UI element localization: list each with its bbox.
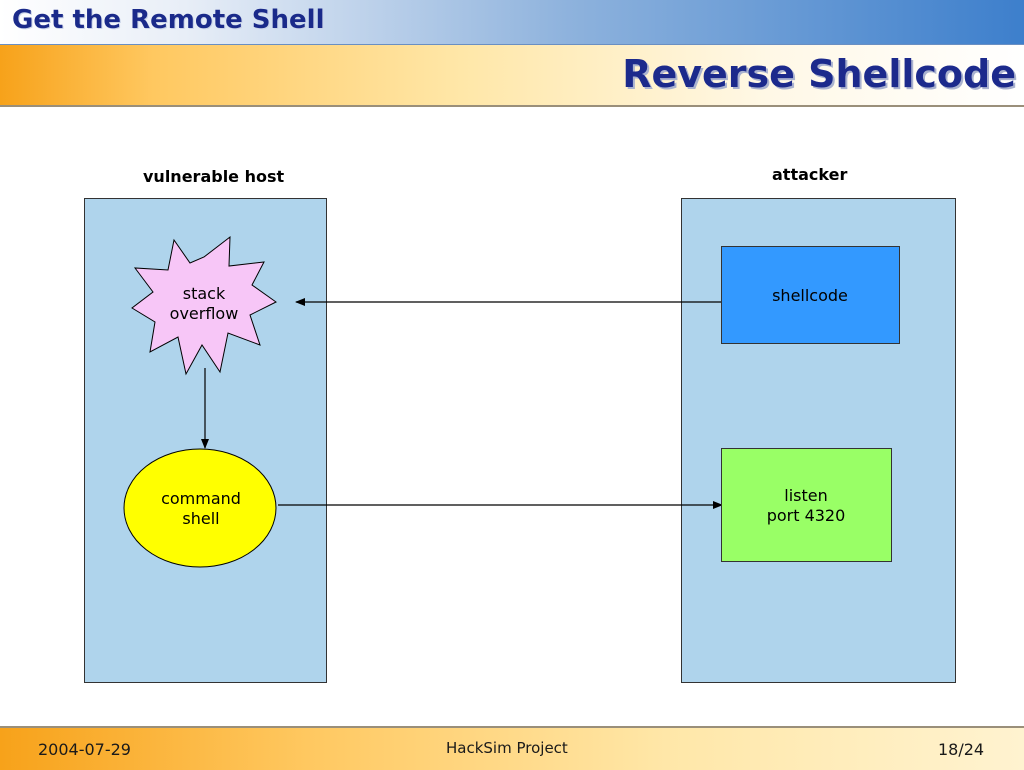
title-bar [0, 45, 1024, 105]
stack-overflow-burst [131, 235, 277, 376]
command-shell-ellipse [123, 448, 277, 568]
command-shell-line2: shell [182, 509, 220, 528]
footer-date: 2004-07-29 [38, 740, 131, 759]
section-header-bar: Get the Remote Shell [0, 0, 1024, 45]
section-title: Get the Remote Shell [12, 5, 325, 35]
listen-line1: listen [784, 486, 828, 505]
footer-page-number: 18/24 [938, 740, 985, 759]
footer-project: HackSim Project [446, 739, 568, 757]
stack-overflow-text: stack overflow [154, 284, 254, 324]
footer-bar [0, 726, 1024, 770]
vulnerable-host-label: vulnerable host [143, 167, 285, 186]
stack-overflow-line2: overflow [169, 304, 239, 323]
shellcode-label: shellcode [772, 286, 848, 305]
command-shell-line1: command [161, 489, 241, 508]
title-divider [0, 105, 1024, 107]
attacker-label: attacker [772, 165, 848, 184]
command-shell-text: command shell [140, 489, 262, 529]
stack-overflow-line1: stack [182, 284, 226, 303]
page-title: Reverse Shellcode [622, 52, 1016, 96]
shellcode-box [721, 246, 900, 344]
listen-text: listen port 4320 [721, 486, 891, 526]
listen-box [721, 448, 892, 562]
listen-line2: port 4320 [766, 506, 846, 525]
